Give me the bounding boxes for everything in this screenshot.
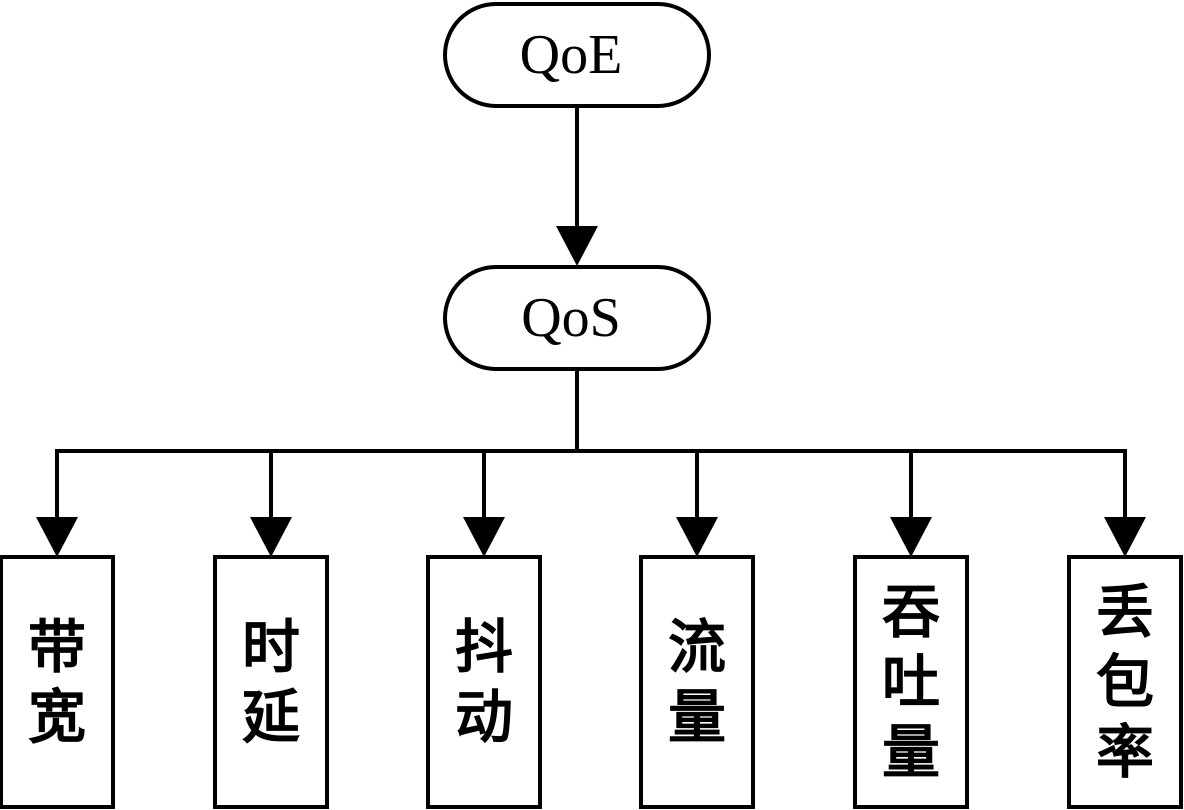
qos-node: QoS bbox=[443, 265, 711, 371]
qoe-node-shape bbox=[443, 2, 711, 108]
metric-box-5: 吞吐量 bbox=[853, 451, 969, 809]
metric-box-1: 带宽 bbox=[0, 451, 115, 809]
metric-arrowhead bbox=[1104, 517, 1146, 557]
metric-label-char: 流 bbox=[668, 613, 726, 681]
metric-label-char: 宽 bbox=[28, 683, 86, 751]
qoe-node-label: QoE bbox=[520, 24, 623, 86]
metric-box-shape bbox=[213, 555, 329, 809]
metric-box-shape bbox=[639, 555, 755, 809]
metric-box-shape bbox=[853, 555, 969, 809]
metric-arrowhead bbox=[250, 517, 292, 557]
metric-box-6: 丢包率 bbox=[1067, 451, 1183, 809]
qoe-to-qos-arrow bbox=[556, 108, 598, 266]
metric-label-char: 包 bbox=[1096, 648, 1154, 716]
metric-box-shape bbox=[1067, 555, 1183, 809]
metric-label-char: 量 bbox=[882, 718, 940, 786]
metric-label-char: 吐 bbox=[882, 648, 940, 716]
metric-box-4: 流量 bbox=[639, 451, 755, 809]
metric-label-char: 率 bbox=[1096, 718, 1154, 786]
qoe-node: QoE bbox=[443, 2, 711, 108]
metric-box-2: 时延 bbox=[213, 451, 329, 809]
metric-label-char: 延 bbox=[242, 683, 300, 751]
metric-label-char: 丢 bbox=[1096, 578, 1154, 646]
metric-label-char: 吞 bbox=[882, 578, 940, 646]
metric-arrowhead bbox=[890, 517, 932, 557]
qos-node-label: QoS bbox=[521, 287, 621, 349]
metric-box-3: 抖动 bbox=[426, 451, 542, 809]
metric-label-char: 抖 bbox=[455, 613, 513, 681]
metric-arrowhead bbox=[36, 517, 78, 557]
metric-label-char: 量 bbox=[668, 683, 726, 751]
metric-label-char: 动 bbox=[455, 683, 513, 751]
metric-box-shape bbox=[0, 555, 115, 809]
metric-arrowhead bbox=[676, 517, 718, 557]
metric-label-char: 时 bbox=[242, 613, 300, 681]
metric-label-char: 带 bbox=[28, 613, 86, 681]
metric-arrowhead bbox=[463, 517, 505, 557]
metric-box-shape bbox=[426, 555, 542, 809]
branch-connector bbox=[55, 369, 1127, 453]
